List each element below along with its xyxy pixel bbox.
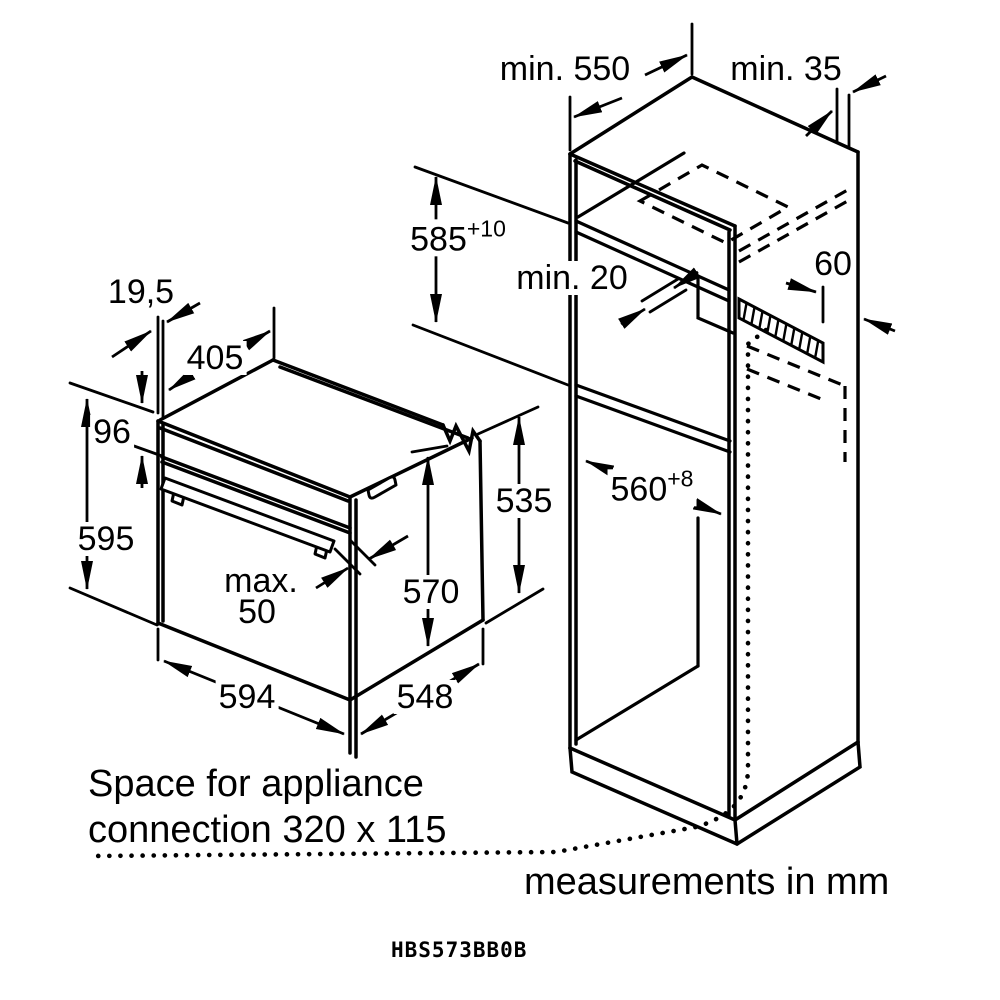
vent-hatch: [737, 296, 825, 365]
tolerance-sup: +10: [466, 215, 506, 242]
model-number: HBS573BB0B: [391, 938, 528, 962]
dim-panel-height: 96: [90, 415, 134, 449]
dim-top-depth: 405: [183, 341, 247, 375]
dim-vent-60: 60: [811, 247, 855, 281]
connection-note: Space for appliance connection 320 x 115: [88, 762, 446, 853]
tolerance-sup: +8: [667, 465, 694, 492]
units-note: measurements in mm: [524, 861, 890, 903]
dim-handle-max-value: 50: [235, 595, 279, 629]
connection-note-line1: Space for appliance: [88, 763, 424, 805]
dim-body-height: 570: [399, 575, 463, 609]
dim-side-height: 535: [492, 484, 556, 518]
dim-door-thickness: 19,5: [104, 275, 178, 309]
dim-niche-height: 585+10: [407, 217, 509, 257]
oven-side-grip-icon: [366, 475, 398, 500]
dim-min-550: min. 550: [496, 52, 634, 86]
cabinet-interior-shelves: [574, 151, 735, 742]
dim-oven-height: 595: [74, 522, 138, 556]
dimension-arrows: [111, 53, 896, 590]
cable-route-dotted-line: [92, 327, 769, 859]
oven-door-handle: [159, 476, 336, 560]
cabinet-hidden-edges-dashed: [636, 163, 854, 462]
connection-note-line2: connection 320 x 115: [88, 808, 447, 851]
dim-min-35: min. 35: [727, 52, 845, 86]
dim-oven-depth: 548: [393, 680, 457, 714]
dim-handle-max-word: max.: [221, 564, 301, 598]
extension-lines: [68, 22, 851, 666]
cabinet-outline: [568, 75, 862, 846]
dim-oven-width: 594: [215, 680, 279, 714]
dim-min-20: min. 20: [513, 261, 631, 295]
dim-niche-width: 560+8: [607, 467, 697, 507]
